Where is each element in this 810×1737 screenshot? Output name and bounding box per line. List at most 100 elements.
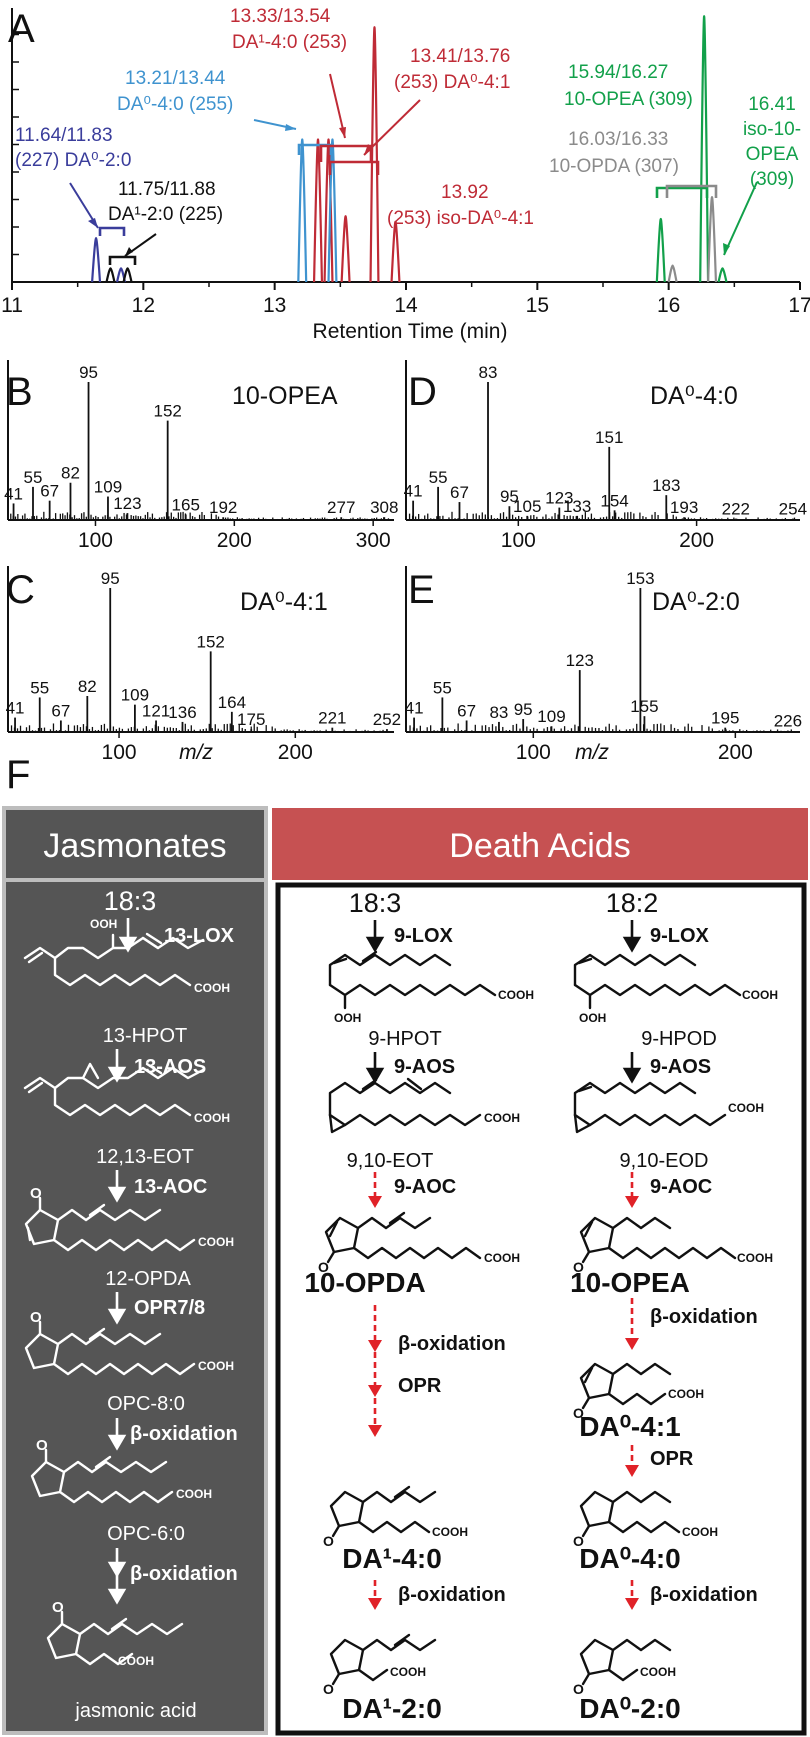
jasmonates-header: Jasmonates [43, 827, 226, 865]
right-cooh-3: COOH [737, 1251, 773, 1265]
ms-x-tick-label: 100 [102, 741, 137, 764]
chromatogram-peak [297, 138, 308, 283]
ms-peak-label: 254 [779, 500, 807, 519]
jas-substrate: 18:3 [104, 886, 157, 916]
bracket-da1-2-0 [108, 255, 137, 265]
jas-oxo-2: O [30, 1309, 42, 1326]
annot-iso-da0-4-1-time: 13.92 [441, 182, 489, 203]
x-tick-label: 11 [1, 294, 23, 317]
y-ticks [12, 33, 19, 283]
ms-peak-label: 153 [626, 569, 654, 588]
ms-peak-label: 164 [218, 693, 246, 712]
structure-9-hpot: OOH COOH [328, 950, 534, 1025]
x-tick-label: 13 [263, 294, 286, 317]
ms-x-tick-label: 200 [278, 741, 313, 764]
ms-peak-label: 252 [373, 710, 401, 729]
panel-letter-c: C [6, 568, 35, 612]
x-tick-label: 16 [657, 294, 680, 317]
right-product-da0-4-1: DA⁰-4:1 [579, 1411, 680, 1442]
jas-step-opr78: OPR7/8 [134, 1297, 205, 1319]
panel-letter-e: E [408, 568, 435, 612]
left-step-9-lox: 9-LOX [394, 925, 454, 947]
annot-iso-10-opea-l3: (309) [750, 169, 794, 190]
left-oxo-1: O [318, 1259, 329, 1275]
left-oxo-2: O [323, 1533, 334, 1549]
left-step-beta-ox-2: β-oxidation [398, 1584, 506, 1606]
structure-12-13-eot: COOH [23, 1062, 230, 1125]
right-step-9-aoc: 9-AOC [650, 1176, 712, 1198]
ms-peak-label: 67 [40, 482, 59, 501]
panel-letter-b: B [6, 370, 33, 414]
jas-cooh-3: COOH [198, 1235, 234, 1249]
annot-da1-4-0-name: DA¹-4:0 (253) [232, 32, 347, 53]
jas-cooh-2: COOH [194, 1111, 230, 1125]
ms-peak-label: 154 [600, 491, 628, 510]
right-substrate: 18:2 [606, 888, 659, 918]
death-acid-labels: 18:3 9-LOX 9-HPOT 9-AOS 9,10-EOT 9-AOC 1… [304, 888, 757, 1724]
right-ooh: OOH [579, 1011, 606, 1025]
ms-peak-label: 152 [197, 632, 225, 651]
ms-x-tick-label: 100 [516, 741, 551, 764]
jasmonates-column: Jasmonates [2, 806, 268, 1735]
jas-cooh-6: COOH [118, 1654, 154, 1668]
annot-iso-10-opea-time: 16.41 [748, 94, 796, 115]
right-cooh-5: COOH [682, 1525, 718, 1539]
annot-iso-10-opea-l2: OPEA [746, 144, 799, 165]
ms-peak-label: 133 [563, 497, 591, 516]
ms-peak-label: 136 [168, 703, 196, 722]
ms-peak-label: 95 [500, 487, 519, 506]
left-product-da1-4-0: DA¹-4:0 [342, 1543, 442, 1574]
left-ooh: OOH [334, 1011, 361, 1025]
chromatogram-peak [122, 267, 133, 283]
left-cooh-1: COOH [498, 988, 534, 1002]
left-9-hpot: 9-HPOT [368, 1028, 441, 1050]
chromatogram-peak [327, 138, 338, 283]
peak-brackets [98, 143, 718, 265]
right-cooh-6: COOH [640, 1665, 676, 1679]
jas-step-beta-ox-1: β-oxidation [130, 1423, 238, 1445]
annot-da0-4-0-name: DA⁰-4:0 (255) [117, 94, 233, 115]
structure-da0-4-1: O COOH [573, 1362, 704, 1421]
ms-peak-label: 95 [101, 569, 120, 588]
jas-step-13-aoc: 13-AOC [134, 1176, 207, 1198]
chromatogram-peak [91, 237, 102, 283]
chromatogram-peak [115, 267, 127, 283]
ms-title: 10-OPEA [232, 382, 338, 410]
ms-peak-label: 55 [30, 678, 49, 697]
annot-10-opda-name: 10-OPDA (307) [549, 156, 679, 177]
ms-peak-label: 222 [722, 500, 750, 519]
right-cooh-2: COOH [728, 1101, 764, 1115]
jas-step-13-aos: 13-AOS [134, 1056, 206, 1078]
left-step-opr: OPR [398, 1375, 442, 1397]
chromatogram-peak [105, 267, 116, 283]
ms-peak-label: 109 [121, 686, 149, 705]
ms-peak-label: 121 [142, 701, 170, 720]
ms-peak-label: 123 [545, 489, 573, 508]
ms-peak-label: 109 [537, 707, 565, 726]
bracket-10-opda [665, 184, 718, 198]
jas-cooh-5: COOH [176, 1487, 212, 1501]
jas-oxo-4: O [52, 1599, 64, 1616]
annot-da0-2-0-time: 11.64/11.83 [15, 125, 113, 146]
x-tick-label: 14 [394, 294, 418, 317]
jas-oxo-1: O [30, 1185, 42, 1202]
ms-xlabel: m/z [179, 741, 213, 764]
death-acids-header: Death Acids [449, 827, 630, 865]
right-cooh-1: COOH [742, 988, 778, 1002]
right-product-da0-2-0: DA⁰-2:0 [579, 1693, 680, 1724]
jas-structures: OOH COOH COOH O COOH O [23, 917, 234, 1668]
ms-peak-label: 83 [489, 703, 508, 722]
jas-oxo-3: O [36, 1437, 48, 1454]
annot-iso-10-opea-l1: iso-10- [743, 119, 801, 140]
peak-annotations: 11.64/11.83 (227) DA⁰-2:0 11.75/11.88 DA… [15, 6, 801, 229]
ms-peak-label: 41 [4, 484, 23, 503]
death-acids-header-box [272, 808, 808, 880]
structure-da0-4-0: O COOH [573, 1490, 718, 1549]
right-oxo-1: O [573, 1259, 584, 1275]
annot-da0-4-0-time: 13.21/13.44 [125, 68, 226, 89]
annot-da0-4-1-name: (253) DA⁰-4:1 [394, 72, 510, 93]
jasmonates-panel [2, 878, 268, 1735]
ms-peak-label: 175 [237, 710, 265, 729]
